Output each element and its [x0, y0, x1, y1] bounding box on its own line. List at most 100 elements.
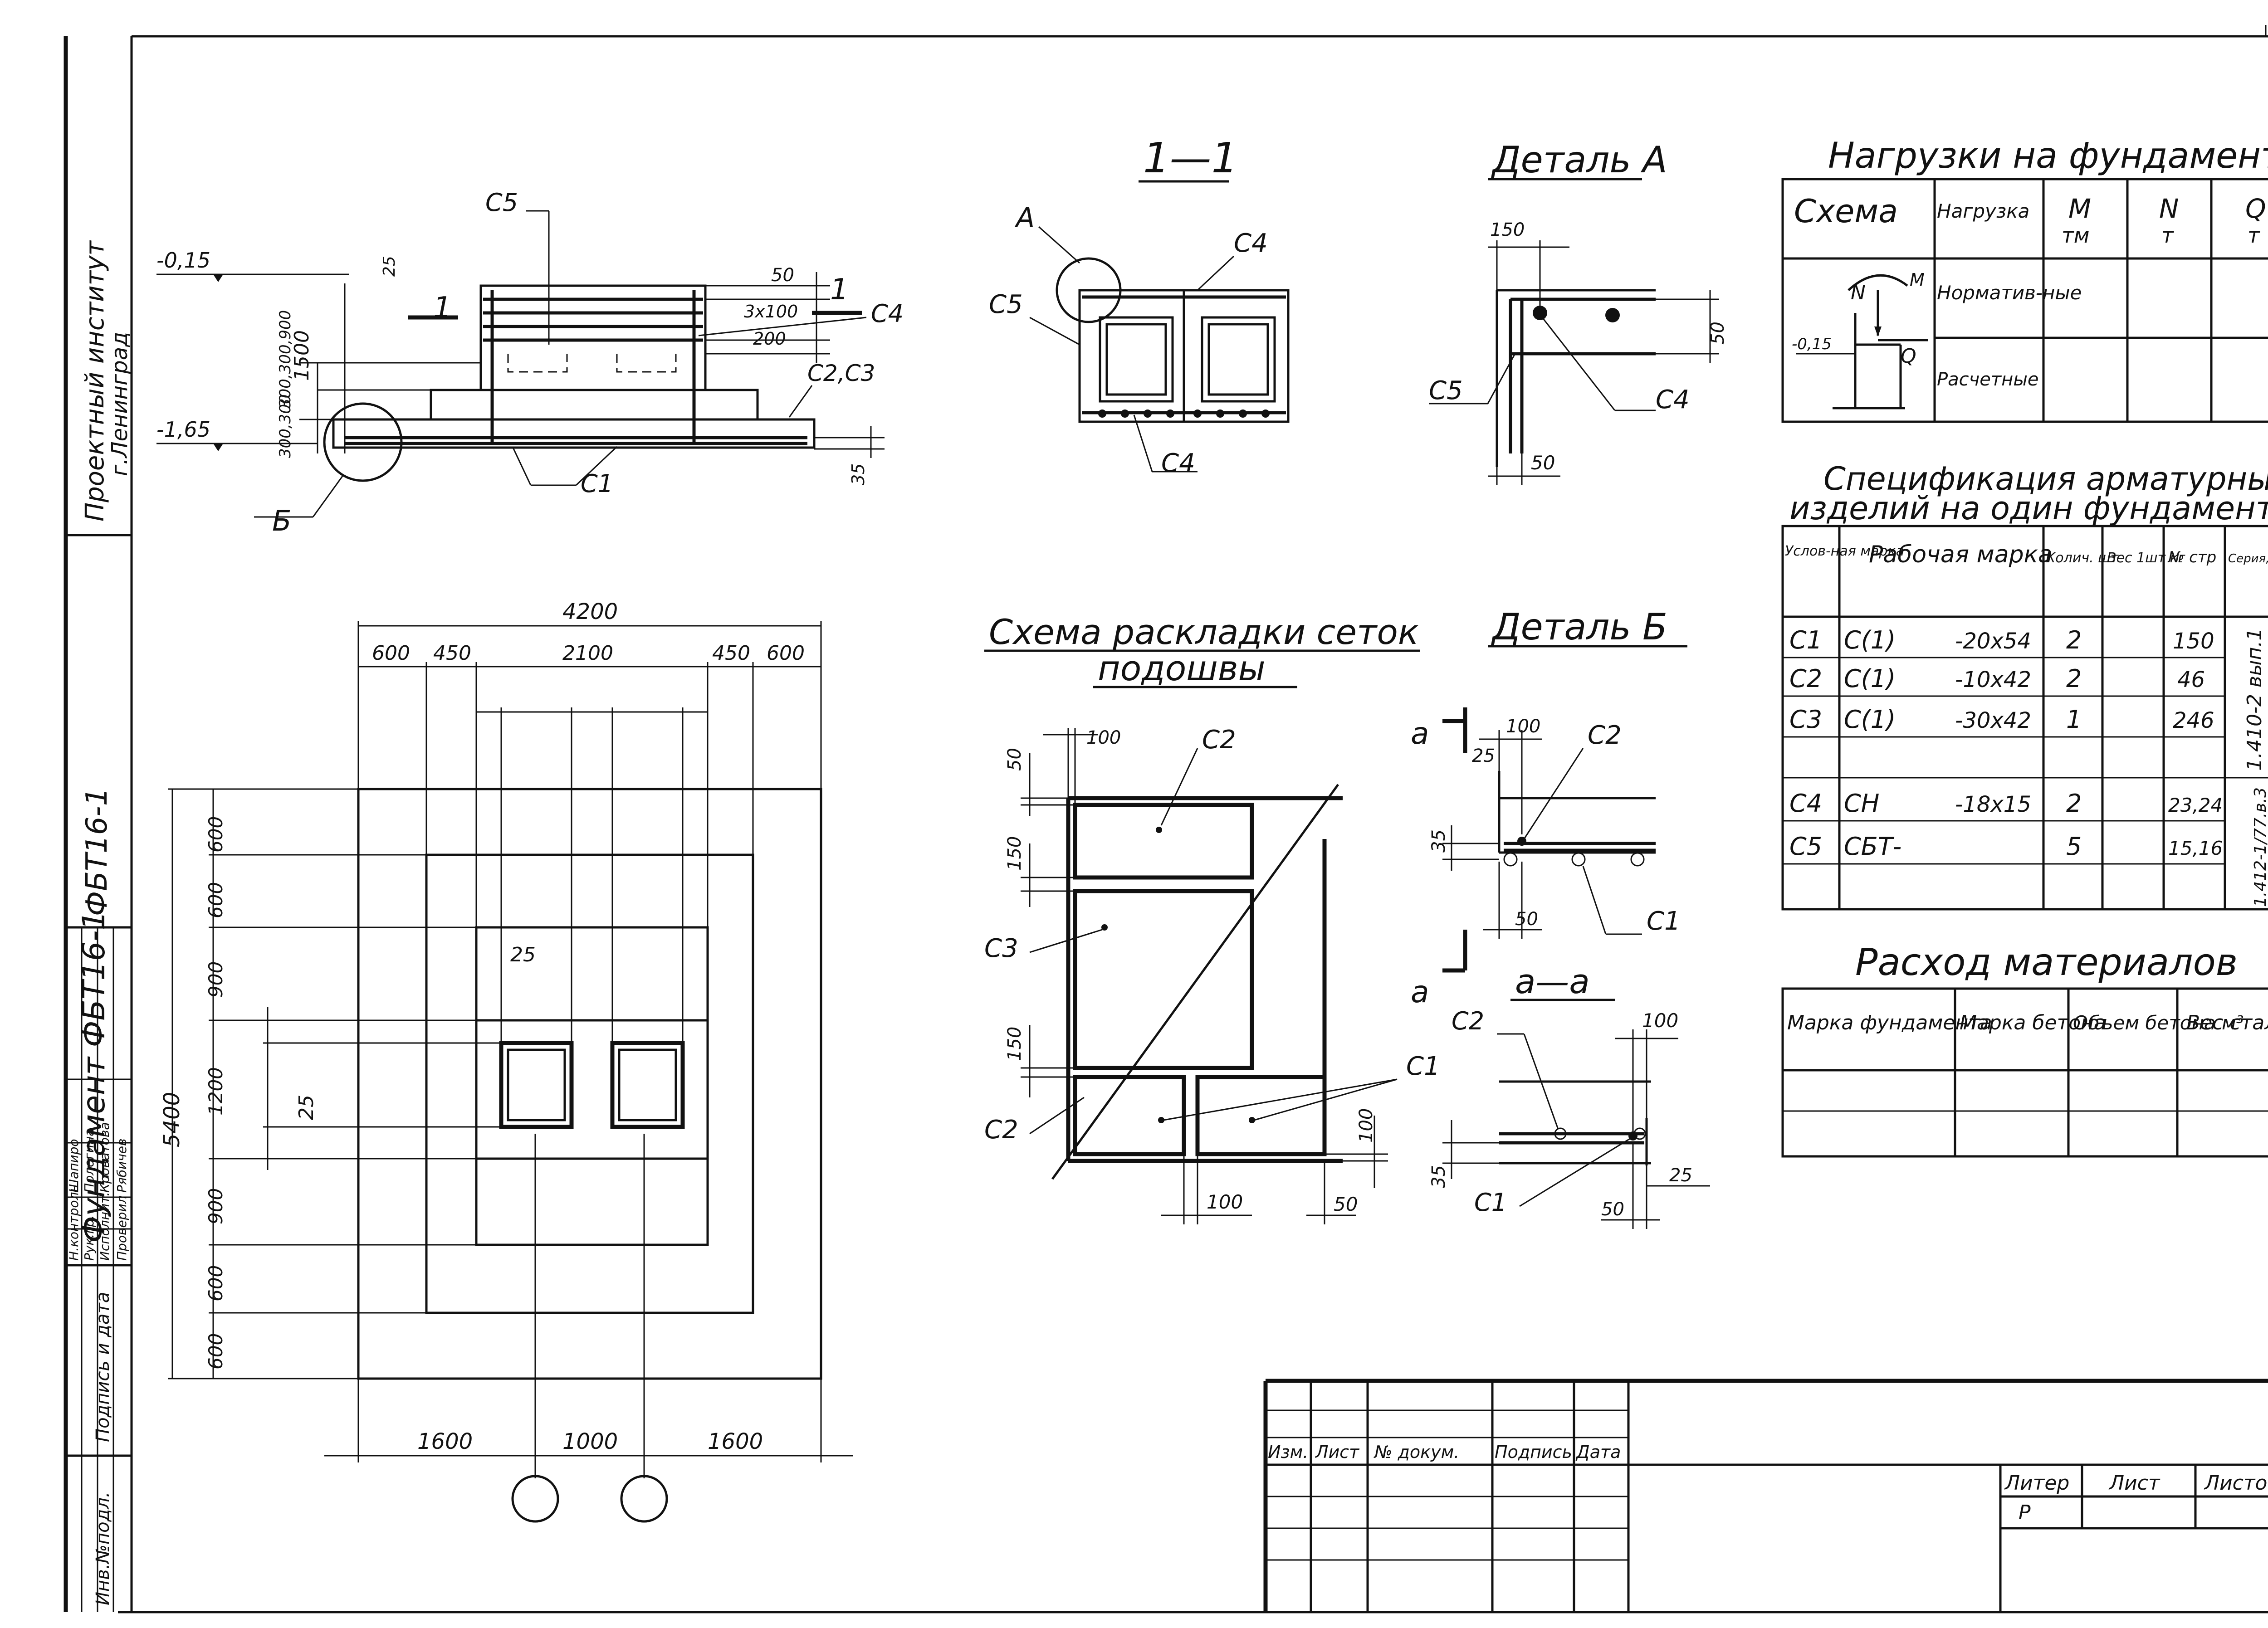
loads-scheme-level: -0,15: [1792, 335, 1832, 353]
mesh-dim-50: 50: [1004, 748, 1025, 771]
loads-h-q-unit: т: [2248, 223, 2260, 248]
detail-b-title: Деталь Б: [1491, 606, 1667, 648]
spec-series-2: 1.412-1/77.в.3: [2251, 787, 2268, 907]
spec-cell-size: -20х54: [1955, 629, 2031, 654]
section-aa-dim-50: 50: [1601, 1199, 1624, 1220]
spec-cell-mark: С2: [1789, 664, 1822, 693]
spec-row-4: С4 СН -18х15 2 23,24: [1789, 789, 2223, 818]
spec-table: Спецификация арматурных изделий на один …: [1781, 460, 2268, 911]
side-field-signature: Подпись и дата: [93, 1292, 113, 1442]
section-aa-dim-100: 100: [1642, 1009, 1678, 1032]
mark-c4-elev: С4: [871, 299, 904, 328]
dim-300-900: 300,300,900: [276, 310, 294, 408]
section-aa-dim-35: 35: [1428, 1165, 1449, 1188]
spec-series-1: 1.410-2 вып.1: [2243, 628, 2266, 771]
materials-h-2: Объем бетона м³: [2073, 1012, 2244, 1034]
detail-b-cut-bottom: а: [1411, 975, 1429, 1009]
loads-scheme-q: Q: [1901, 345, 1916, 368]
detail-a-title: Деталь А: [1491, 139, 1667, 181]
mesh-mark-c1: С1: [1406, 1052, 1440, 1081]
tb-col-change: Изм.: [1268, 1442, 1308, 1462]
spec-h-weight: Вес 1шт кг: [2107, 550, 2185, 566]
spec-cell-page: 246: [2173, 708, 2214, 733]
section-11-mark-a: А: [1014, 202, 1035, 234]
spec-cell-mark: С5: [1789, 832, 1822, 861]
spec-cell-page: 15,16: [2168, 837, 2223, 859]
elevation-view: -0,15 -1,65 25 1500 300,300,900 300,300: [156, 188, 904, 537]
loads-h-load: Нагрузка: [1937, 200, 2029, 222]
detail-b: Деталь Б а а 100 25 35 50 С2 С1: [1411, 606, 1687, 1009]
level-bottom: -1,65: [156, 417, 210, 442]
plan-dim-25-top: 25: [510, 943, 536, 966]
tb-col-date: Дата: [1575, 1442, 1621, 1462]
section-11-mark-c4-top: С4: [1234, 229, 1268, 258]
dim-50-elev: 50: [771, 265, 794, 286]
section-mark-left: 1: [433, 291, 452, 325]
spec-cell-page: 150: [2173, 629, 2214, 654]
side-name-0: Шапиро: [66, 1139, 81, 1193]
spec-cell-size: -18х15: [1955, 792, 2031, 817]
spec-h-work: Рабочая марка: [1869, 541, 2053, 568]
plan-dim-top-0: 600: [372, 642, 410, 665]
loads-scheme-n: N: [1851, 281, 1866, 304]
section-aa-mark-c1: С1: [1474, 1188, 1507, 1217]
spec-cell-qty: 2: [2066, 789, 2082, 818]
spec-h-qty: Колич. шт: [2046, 550, 2119, 566]
side-org-line2: г.Ленинград: [107, 332, 132, 476]
mesh-dim-100-top: 100: [1086, 727, 1121, 748]
detail-b-dim-50: 50: [1515, 909, 1538, 930]
loads-h-m-unit: тм: [2062, 223, 2090, 248]
side-name-2: Кроватова: [97, 1122, 112, 1193]
callout-b: Б: [272, 504, 292, 537]
mesh-mark-c2-top: С2: [1202, 725, 1236, 755]
sheet-frame: 67: [118, 25, 2268, 1613]
mesh-title-1: Схема раскладки сеток: [989, 612, 1419, 652]
loads-h-n-unit: т: [2161, 223, 2174, 248]
section-aa-dim-25: 25: [1669, 1165, 1692, 1186]
loads-h-n: N: [2159, 193, 2179, 224]
mesh-dim-150-b: 150: [1004, 1027, 1025, 1061]
side-name-1: Пологина: [82, 1128, 97, 1193]
plan-dim-left-1: 600: [205, 882, 227, 918]
spec-row-2: С3 С(1) -30х42 1 246: [1789, 705, 2214, 734]
title-block: Изм. Лист № докум. Подпись Дата Литер Ли…: [1263, 1379, 2268, 1612]
detail-b-mark-c1: С1: [1647, 907, 1681, 936]
tb-sheet-header: Лист: [2108, 1472, 2160, 1495]
plan-dim-bottom-2: 1600: [708, 1429, 763, 1454]
loads-row-design: Расчетные: [1937, 369, 2039, 390]
loads-title: Нагрузки на фундамент: [1828, 136, 2268, 176]
plan-dim-top-2: 2100: [562, 642, 613, 665]
section-11-mark-c4-bottom: С4: [1161, 448, 1195, 478]
side-doc-code: ФБТ16-1: [80, 788, 114, 916]
plan-dim-bottom-1: 1000: [562, 1429, 618, 1454]
detail-b-cut-top: а: [1411, 716, 1429, 751]
spec-cell-qty: 1: [2066, 705, 2082, 734]
spec-cell-work: С(1): [1844, 626, 1896, 654]
spec-row-0: С1 С(1) -20х54 2 150: [1789, 626, 2214, 654]
spec-cell-work: СН: [1844, 789, 1879, 818]
mesh-dim-150-a: 150: [1004, 836, 1025, 871]
loads-h-m: М: [2068, 193, 2091, 224]
dim-1500: 1500: [290, 330, 313, 381]
tb-col-docnum: № докум.: [1374, 1442, 1459, 1462]
dim-25-elev: 25: [380, 256, 399, 277]
plan-dim-left-3: 1200: [205, 1067, 227, 1116]
detail-b-dim-35: 35: [1428, 829, 1449, 853]
detail-b-dim-25: 25: [1472, 746, 1495, 766]
loads-row-normative: Норматив-ные: [1937, 282, 2082, 304]
mesh-mark-c2-bottom: С2: [984, 1115, 1018, 1145]
detail-a-mark-c5: С5: [1429, 376, 1463, 405]
spec-cell-size: -10х42: [1955, 667, 2031, 692]
plan-dim-25-left: 25: [295, 1095, 318, 1120]
plan-dim-left-0: 600: [205, 816, 227, 853]
plan-dim-4200: 4200: [562, 599, 618, 624]
mesh-dim-50-bottom: 50: [1334, 1193, 1358, 1215]
spec-cell-work: СБТ-: [1844, 832, 1901, 861]
mesh-mark-c3: С3: [984, 934, 1018, 963]
materials-h-3: Вес стали кг: [2186, 1011, 2268, 1034]
spec-cell-size: -30х42: [1955, 708, 2031, 733]
plan-dim-left-5: 600: [205, 1265, 227, 1301]
section-mark-right: 1: [830, 273, 849, 307]
side-role-0: Н.контроль: [66, 1184, 81, 1261]
dim-35-elev: 35: [848, 463, 868, 485]
